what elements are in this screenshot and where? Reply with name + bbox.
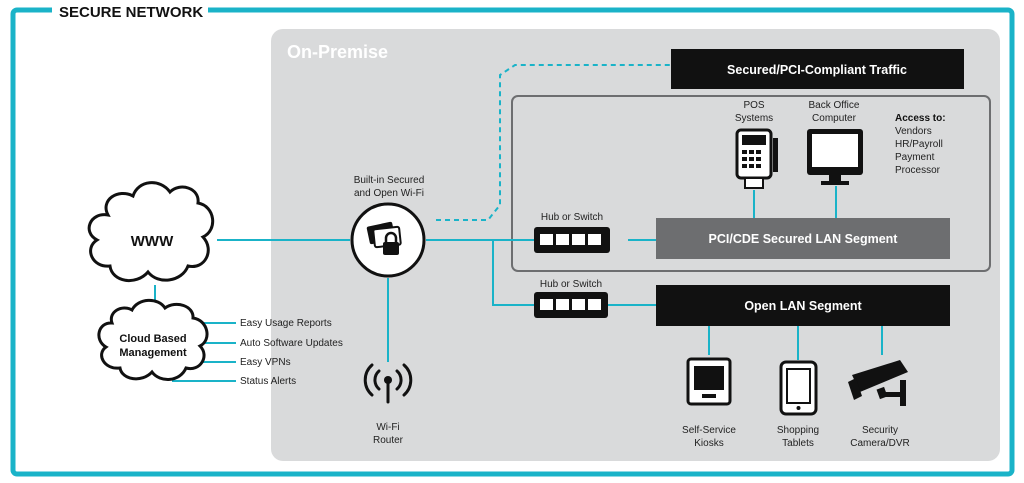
access-item: HR/Payroll: [895, 139, 943, 150]
camera-label-line2: Camera/DVR: [850, 438, 909, 449]
www-label: WWW: [131, 233, 174, 250]
tablet-label-line2: Tablets: [782, 438, 814, 449]
wifi-signal-icon: [363, 363, 413, 404]
feature-item: Status Alerts: [240, 376, 296, 387]
pos-label-line2: Systems: [735, 113, 773, 124]
camera-label-line1: Security: [862, 425, 898, 436]
pos-terminal-icon: [735, 128, 778, 189]
cloud-label-line1: Cloud Based: [119, 333, 186, 345]
card-lock-icon: [366, 221, 402, 255]
tablet-icon: [779, 360, 818, 416]
open-switch-label: Hub or Switch: [540, 279, 602, 290]
wifi-router-label-line1: Wi-Fi: [376, 422, 399, 433]
link-to-open-switch: [492, 240, 534, 306]
pci-zone-box: [511, 95, 991, 272]
access-item: Vendors: [895, 126, 932, 137]
pci-switch-icon: [534, 227, 610, 253]
internet-cloud: WWW: [87, 181, 214, 282]
kiosk-icon: [686, 357, 732, 406]
wifi-hub: Built-in Secured and Open Wi-Fi: [350, 175, 426, 278]
frame-title: SECURE NETWORK: [59, 4, 203, 21]
secure-network-frame: [10, 7, 1015, 477]
secured-traffic-label: Secured/PCI-Compliant Traffic: [727, 63, 907, 77]
access-title: Access to:: [895, 113, 946, 124]
wifi-hub-label-line2: and Open Wi-Fi: [354, 188, 424, 199]
open-switch-icon: [534, 292, 608, 318]
pci-switch-label: Hub or Switch: [541, 212, 603, 223]
feature-item: Easy VPNs: [240, 357, 291, 368]
feature-item: Auto Software Updates: [240, 338, 343, 349]
open-segment-label: Open LAN Segment: [744, 299, 862, 313]
tablet-label-line1: Shopping: [777, 425, 819, 436]
back-office-label-line2: Computer: [812, 113, 857, 124]
region-title: On-Premise: [287, 42, 388, 62]
kiosk-label-line1: Self-Service: [682, 425, 736, 436]
cloud-management: Cloud Based Management: [97, 298, 209, 381]
back-office-label-line1: Back Office: [809, 100, 860, 111]
wifi-hub-label-line1: Built-in Secured: [354, 175, 425, 186]
pci-segment-bar: [656, 218, 950, 259]
secured-traffic-link: [436, 64, 670, 221]
open-segment-bar: [656, 285, 950, 326]
feature-item: Easy Usage Reports: [240, 318, 332, 329]
kiosk-label-line2: Kiosks: [694, 438, 723, 449]
pos-label-line1: POS: [743, 100, 764, 111]
camera-icon: [848, 360, 908, 406]
wifi-router-label-line2: Router: [373, 435, 404, 446]
access-item: Payment: [895, 152, 935, 163]
cloud-label-line2: Management: [119, 347, 187, 359]
secured-traffic-banner: [671, 49, 964, 89]
pci-segment-label: PCI/CDE Secured LAN Segment: [709, 232, 899, 246]
wifi-router: Wi-Fi Router: [363, 363, 413, 446]
access-item: Processor: [895, 165, 941, 176]
computer-monitor-icon: [807, 129, 863, 185]
